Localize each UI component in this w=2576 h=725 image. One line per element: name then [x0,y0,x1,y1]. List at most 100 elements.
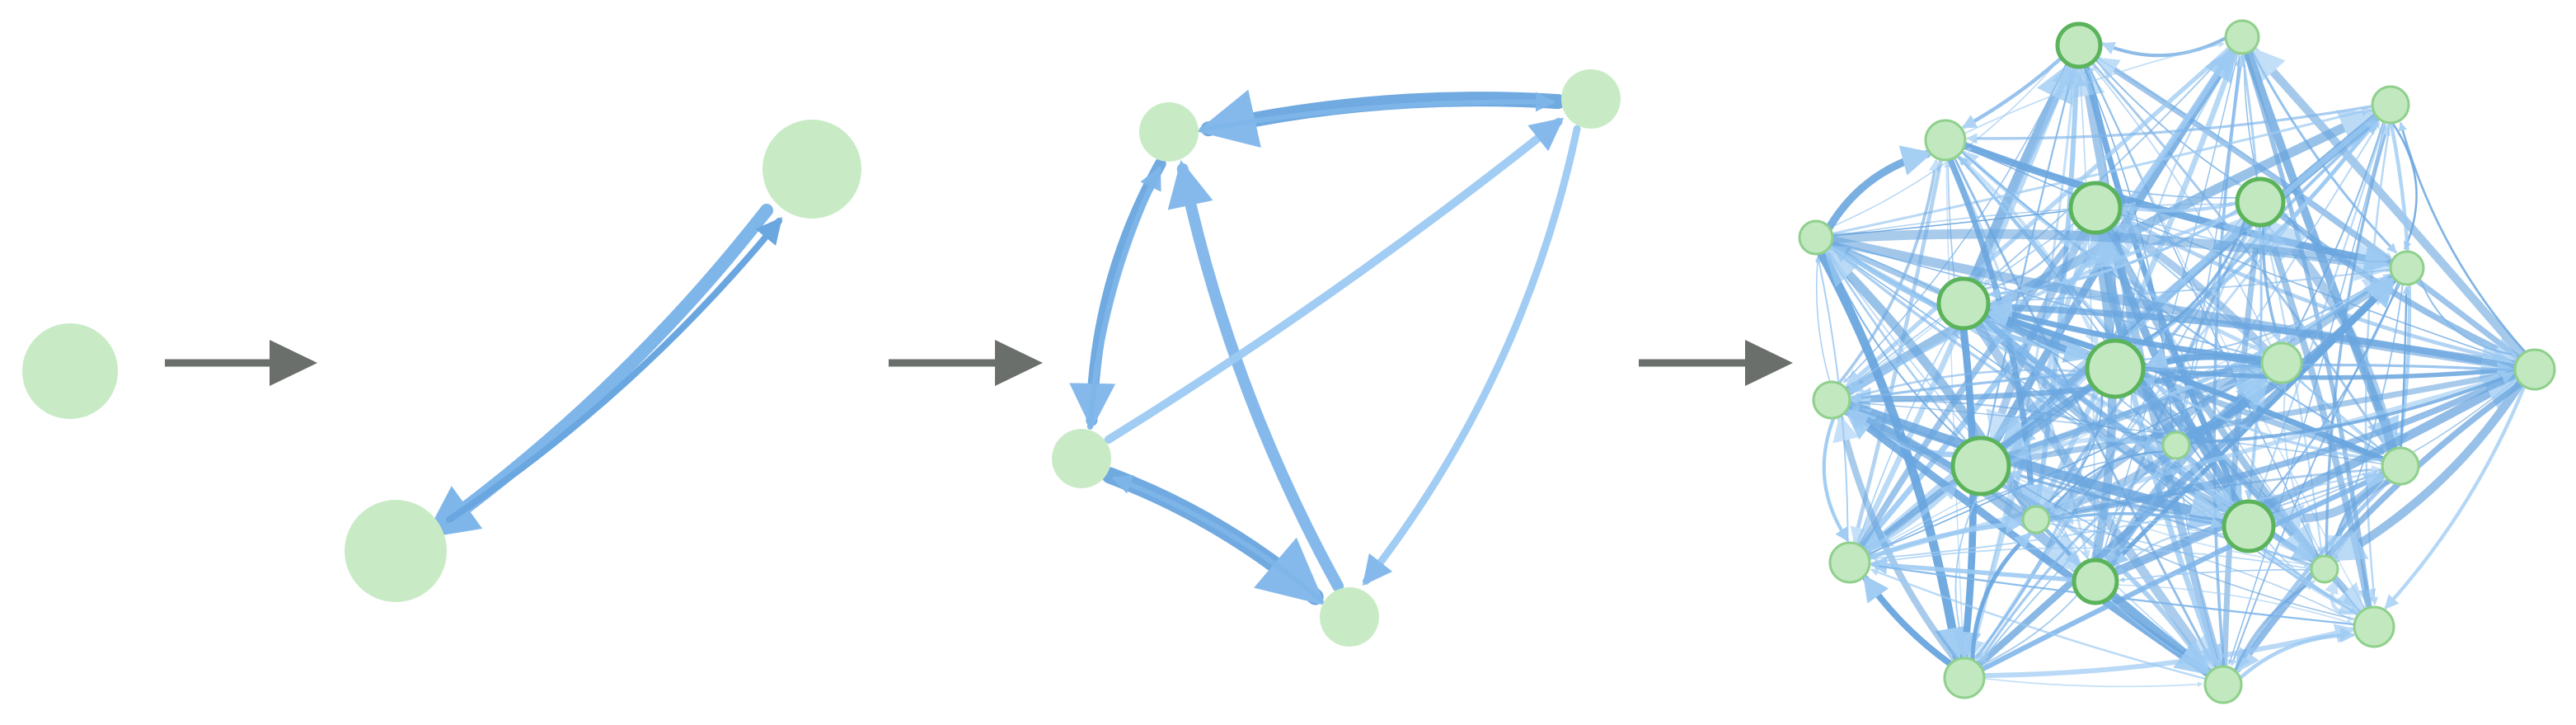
network-node [2068,181,2123,235]
network-edge [1979,473,2386,672]
network-edge [2296,374,2386,453]
network-node [1924,119,1967,162]
network-edge [2006,434,2164,466]
network-edge [1986,294,2519,371]
network-edge [2100,35,2228,58]
network-edge [1866,516,2024,561]
network-edge [1850,158,1944,544]
network-edge [2009,477,2357,620]
network-node [762,120,861,219]
network-edge [1199,92,1555,132]
network-edge [1982,593,2080,666]
network-edge [1851,369,2089,400]
network-edge [2391,121,2418,250]
network-edge [2384,384,2527,610]
network-edge [1167,160,1344,592]
network-node [2072,558,2119,605]
network-node [1561,69,1621,129]
stage-dense-network [1798,19,2556,704]
network-edge [2106,454,2171,563]
network-edge [1954,492,1980,657]
network-node [2381,446,2420,486]
network-edge [2222,224,2268,670]
network-node [2161,431,2191,460]
network-edge [1871,547,2312,570]
network-edge [2048,523,2353,621]
network-edge [2049,450,2166,514]
network-edge [2231,282,2401,666]
network-edge [2142,377,2385,462]
network-edge [1983,677,2203,688]
network-edge [2048,520,2310,567]
network-node [2389,250,2425,286]
stage-single-node [22,323,118,419]
network-edge [2398,121,2527,354]
network-edge [1101,467,1326,605]
network-edge [1863,482,1959,553]
network-edge [1955,154,2099,346]
network-edge [2130,389,2167,435]
network-edge [2227,121,2386,666]
network-node [22,323,118,419]
network-edge [2095,56,2522,361]
network-edge [1990,268,2391,304]
network-node [1320,587,1379,647]
network-edge [2289,120,2385,343]
network-edge [424,204,773,539]
arrow-right-icon [1745,340,1793,386]
network-node [345,500,447,602]
network-edge [1866,371,2262,555]
network-node [1943,657,1986,699]
network-node [2021,505,2051,534]
network-edge [1869,556,2076,582]
network-node [2235,177,2286,228]
network-node [1139,102,1199,162]
network-edge [1966,105,2374,144]
network-edge [2233,580,2316,673]
network-edge [1104,117,1565,444]
network-node [2353,605,2395,648]
network-edge [1086,166,1162,430]
network-edge [2255,123,2386,504]
network-edge [1986,68,2076,440]
network-node [2222,499,2276,553]
network-node [1828,541,1871,584]
network-edge [2325,578,2363,615]
network-edge [1825,145,1933,232]
network-edge [2235,380,2524,674]
network-edge [1987,208,2241,299]
arrow-right-icon [995,340,1043,386]
network-edge [1965,148,2517,364]
network-edge [2048,511,2223,530]
network-edge [2141,361,2516,380]
network-edge [2118,531,2226,575]
transition-arrows [165,340,1793,386]
network-node [2260,341,2303,384]
network-edge [2419,277,2518,358]
network-edge [2178,457,2221,665]
network-edge [1814,256,1831,383]
network-node [2224,19,2260,55]
network-edge [1822,416,1849,542]
network-edge [1828,228,2395,281]
network-edge [1982,47,2231,285]
network-edge [1830,106,2372,235]
network-edge [2006,370,2518,469]
network-edge [1851,398,2165,445]
network-node [1052,429,1111,488]
network-edge [2400,286,2410,450]
stage-two-nodes [345,120,861,602]
network-edge [1111,475,1324,603]
network-edge [1985,308,2386,463]
network-edge [2003,363,2266,461]
network-edge [1978,454,2169,663]
network-edge [2107,590,2212,676]
network-node [2513,348,2556,391]
network-edge [1963,41,2225,135]
arrow-right-icon [270,340,317,386]
network-edge [1862,574,1954,667]
network-edge [2009,469,2226,523]
network-node [2055,21,2103,69]
network-node [1812,380,1851,420]
